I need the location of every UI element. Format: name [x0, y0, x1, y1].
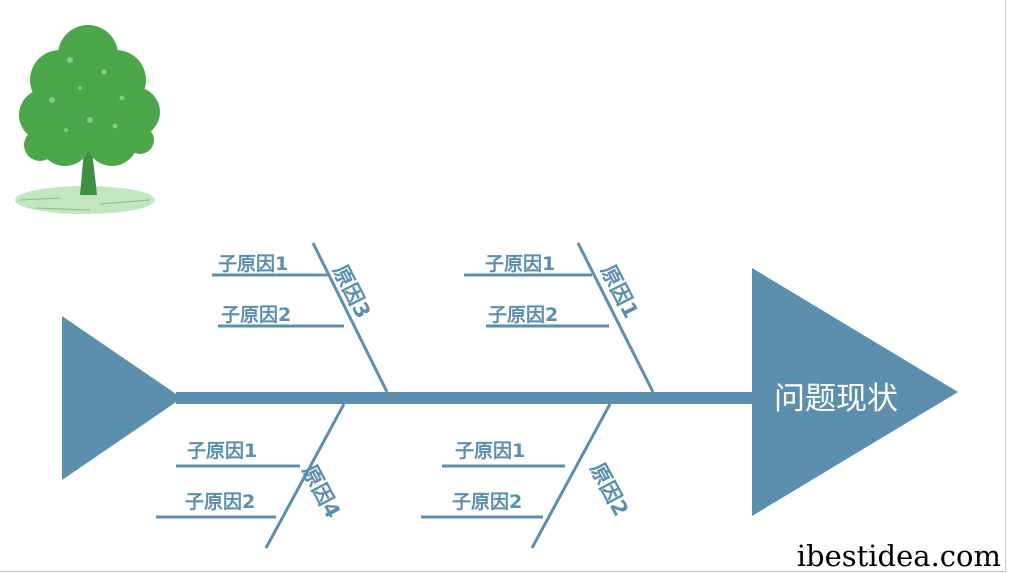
cause-4-sub-1-label: 子原因1 — [187, 440, 258, 462]
fish-head — [752, 268, 958, 516]
watermark: ibestidea.com — [794, 539, 1003, 573]
cause-4-bone — [264, 403, 346, 549]
cause-1-bone — [576, 242, 655, 393]
cause-2-bone — [530, 403, 612, 549]
cause-1-sub-1-label: 子原因1 — [485, 253, 556, 275]
cause-3-sub-1-label: 子原因1 — [218, 253, 289, 275]
fish-tail — [62, 316, 182, 480]
fish-spine — [176, 392, 756, 404]
problem-label: 问题现状 — [774, 381, 898, 417]
cause-3-bone — [311, 242, 389, 393]
cause-3-sub-2-label: 子原因2 — [221, 304, 292, 326]
cause-4-sub-2-label: 子原因2 — [185, 491, 256, 513]
cause-1-sub-2-label: 子原因2 — [488, 304, 559, 326]
cause-2-sub-2-label: 子原因2 — [452, 491, 523, 513]
tree-icon — [15, 25, 160, 214]
cause-2-sub-1-label: 子原因1 — [455, 440, 526, 462]
